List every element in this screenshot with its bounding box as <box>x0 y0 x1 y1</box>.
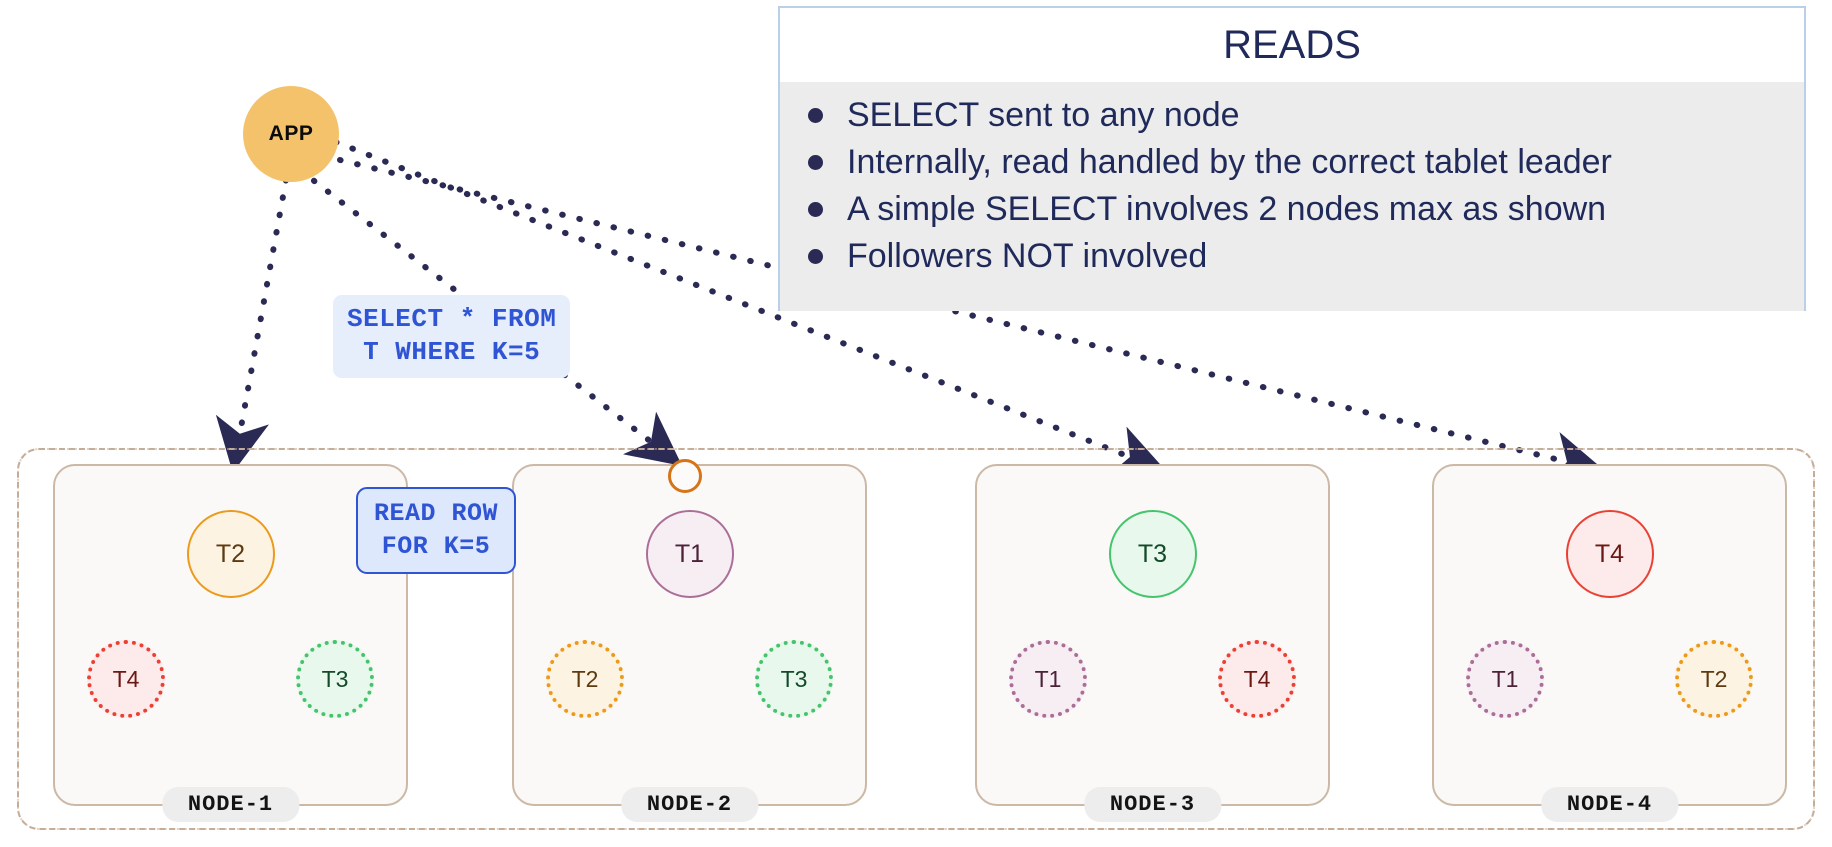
tablet-label: T2 <box>571 665 599 692</box>
tablet-follower[interactable]: T1 <box>1009 640 1087 718</box>
tablet-label: T1 <box>1034 665 1062 692</box>
tablet-label: T2 <box>215 539 246 568</box>
tablet-leader[interactable]: T2 <box>186 510 275 598</box>
tablet-label: T3 <box>780 665 808 692</box>
cluster-boundary <box>17 448 1815 830</box>
tablet-label: T3 <box>321 665 349 692</box>
node-name-badge: NODE-4 <box>1540 787 1679 822</box>
node-card-node-4[interactable]: T4 T1 T2 NODE-4 <box>1432 464 1787 822</box>
tablet-follower[interactable]: T4 <box>87 640 165 718</box>
tablet-leader[interactable]: T4 <box>1565 510 1654 598</box>
app-node-label: APP <box>268 122 314 145</box>
tablet-follower[interactable]: T4 <box>1218 640 1296 718</box>
tablet-label: T3 <box>1137 539 1168 568</box>
reads-bullet-text: Internally, read handled by the correct … <box>847 142 1612 181</box>
node-name-badge: NODE-2 <box>620 787 759 822</box>
bullet-icon <box>808 154 823 170</box>
tablet-follower[interactable]: T2 <box>546 640 624 718</box>
list-item: SELECT sent to any node <box>808 92 1778 139</box>
node-card-node-2[interactable]: T1 T2 T3 NODE-2 <box>512 464 867 822</box>
node-card-node-3[interactable]: T3 T1 T4 NODE-3 <box>975 464 1330 822</box>
node-card-node-1[interactable]: T2 T4 T3 NODE-1 <box>53 464 408 822</box>
tablet-follower[interactable]: T3 <box>755 640 833 718</box>
tablet-leader[interactable]: T1 <box>645 510 734 598</box>
tablet-leader[interactable]: T3 <box>1108 510 1197 598</box>
reads-panel-body: SELECT sent to any node Internally, read… <box>780 82 1804 311</box>
list-item: Followers NOT involved <box>808 233 1778 280</box>
bullet-icon <box>808 248 823 264</box>
tablet-follower[interactable]: T3 <box>296 640 374 718</box>
tablet-label: T4 <box>1243 665 1271 692</box>
tablet-label: T1 <box>1491 665 1519 692</box>
tablet-follower[interactable]: T1 <box>1466 640 1544 718</box>
list-item: Internally, read handled by the correct … <box>808 139 1778 186</box>
reads-panel-title: READS <box>1223 22 1361 67</box>
select-query-label: SELECT * FROM T WHERE K=5 <box>333 295 571 378</box>
reads-bullet-list: SELECT sent to any node Internally, read… <box>780 92 1804 280</box>
app-node[interactable]: APP <box>243 86 339 182</box>
reads-bullet-text: SELECT sent to any node <box>847 96 1240 134</box>
tablet-label: T4 <box>112 665 140 692</box>
reads-bullet-text: Followers NOT involved <box>847 236 1208 275</box>
read-row-label: READ ROW FOR K=5 <box>356 487 517 574</box>
node-name-badge: NODE-1 <box>161 787 300 822</box>
bullet-icon <box>808 108 823 123</box>
node-name-badge: NODE-3 <box>1083 787 1222 822</box>
arrow-app-to-node1 <box>215 177 289 473</box>
reads-panel: READS SELECT sent to any node Internally… <box>778 6 1806 311</box>
list-item: A simple SELECT involves 2 nodes max as … <box>808 186 1778 233</box>
bullet-icon <box>808 201 823 217</box>
reads-bullet-text: A simple SELECT involves 2 nodes max as … <box>847 189 1607 228</box>
tablet-label: T2 <box>1700 665 1728 692</box>
tablet-label: T4 <box>1594 539 1625 568</box>
tablet-label: T1 <box>674 539 705 568</box>
query-entry-point-icon <box>668 459 702 493</box>
tablet-follower[interactable]: T2 <box>1675 640 1753 718</box>
